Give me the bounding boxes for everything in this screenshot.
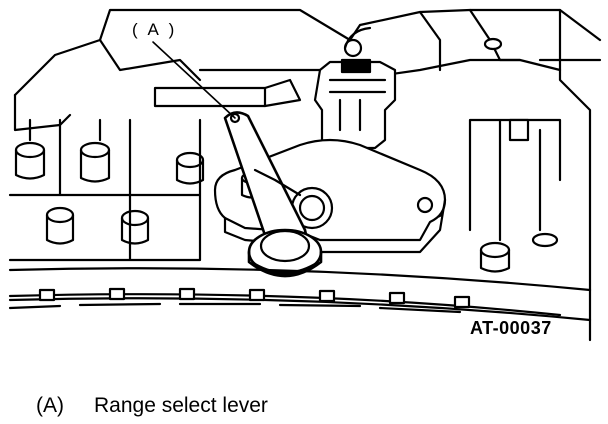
mounting-bracket	[153, 86, 267, 108]
callout-leader	[152, 41, 236, 119]
pan-bolts	[38, 287, 471, 309]
legend: (A) Range select lever	[36, 394, 268, 418]
engine-outline	[13, 8, 602, 97]
connector	[313, 60, 397, 150]
oil-pan-rail	[8, 267, 592, 292]
figure-code: AT-00037	[470, 318, 552, 338]
left-bolt-row	[14, 141, 205, 245]
callout-label-a: ( A )	[132, 20, 178, 39]
legend-key: (A)	[36, 394, 64, 417]
legend-text: Range select lever	[94, 394, 268, 417]
